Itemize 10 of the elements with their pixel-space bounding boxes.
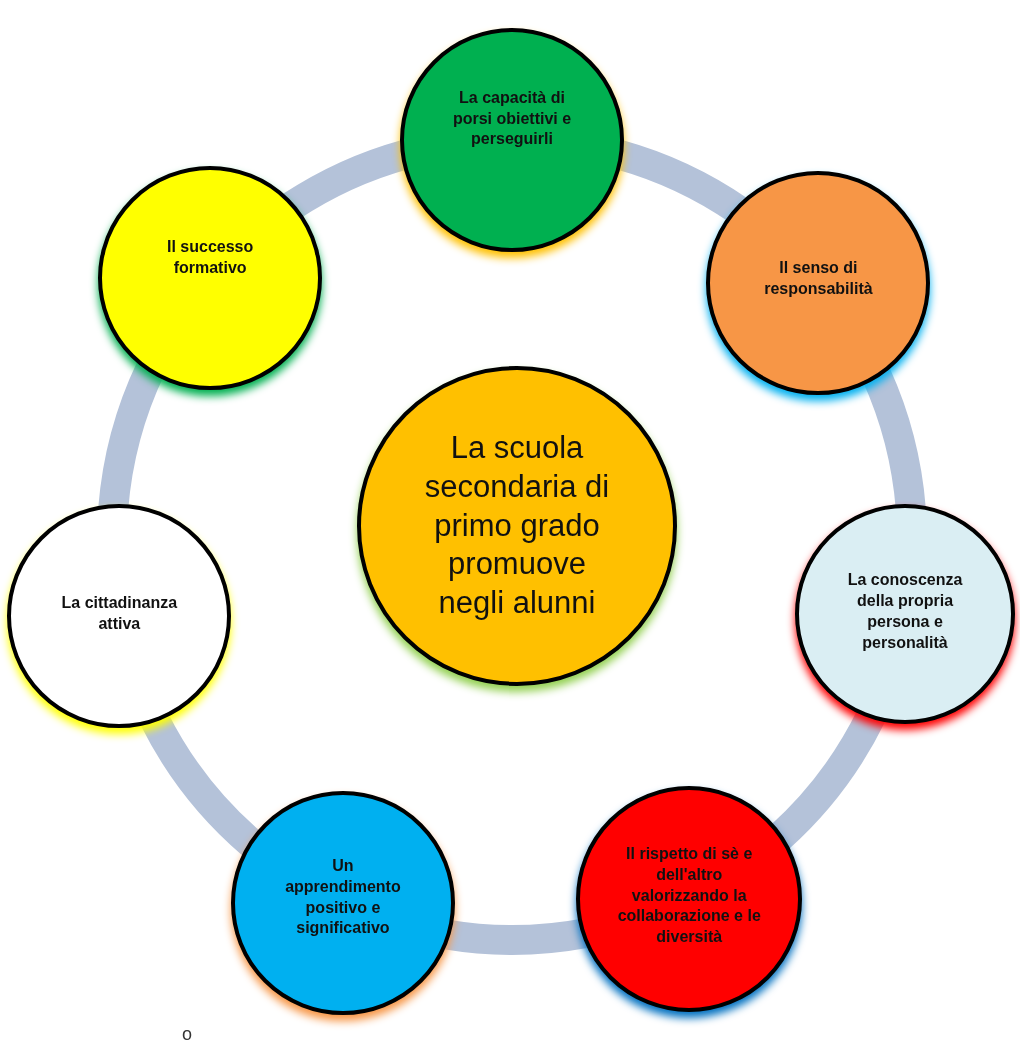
small-label: o xyxy=(182,1024,192,1045)
node-text: Il successo formativo xyxy=(165,236,255,278)
node-text: Il senso di responsabilità xyxy=(763,258,874,299)
node-text: La scuola secondaria di primo grado promuove negli alunni xyxy=(423,429,611,623)
node-text: La conoscenza della propria persona e personalità xyxy=(846,570,964,653)
node-text: Un apprendimento positivo e significativo xyxy=(284,855,402,939)
node-text: La cittadinanza attiva xyxy=(60,593,179,634)
node-text: La capacità di porsi obiettivi e perseguirli xyxy=(451,87,573,150)
node-text: Il rispetto di sè e dell'altro valorizzando la collaborazione e le diversità xyxy=(616,844,762,948)
connector-arc xyxy=(444,918,588,955)
